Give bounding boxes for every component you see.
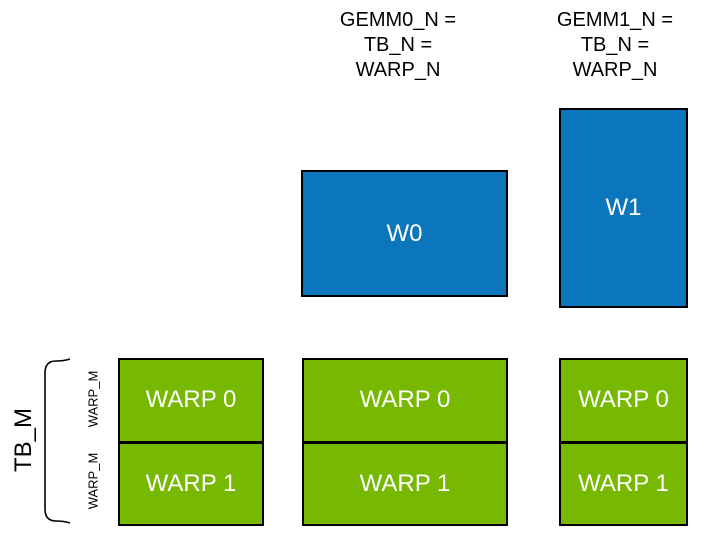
warp-row: WARP 1 [578, 469, 669, 497]
tb-m-bracket-icon [44, 358, 71, 524]
warp-block-right: WARP 0 WARP 1 [559, 358, 688, 526]
warp-m-bottom-label: WARP_M [85, 452, 101, 510]
warp-m-top-label: WARP_M [85, 370, 101, 428]
tb-m-axis-label: TB_M [10, 407, 37, 473]
warp-row: WARP 1 [359, 469, 451, 497]
warp-row: WARP 0 [120, 360, 262, 444]
accumulator-tile-w0: W0 [301, 170, 508, 297]
warp-block-middle: WARP 0 WARP 1 [302, 358, 508, 526]
accumulator-tile-w0-label: W0 [386, 219, 423, 247]
accumulator-tile-w1-label: W1 [605, 194, 642, 221]
gemm1-column-header: GEMM1_N = TB_N = WARP_N [556, 9, 674, 81]
warp-row: WARP 1 [145, 469, 237, 497]
gemm0-column-header: GEMM0_N = TB_N = WARP_N [339, 9, 457, 81]
accumulator-tile-w1: W1 [559, 108, 688, 308]
warp-block-left: WARP 0 WARP 1 [118, 358, 264, 526]
warp-row: WARP 0 [304, 360, 506, 444]
warp-row: WARP 0 [561, 360, 686, 444]
